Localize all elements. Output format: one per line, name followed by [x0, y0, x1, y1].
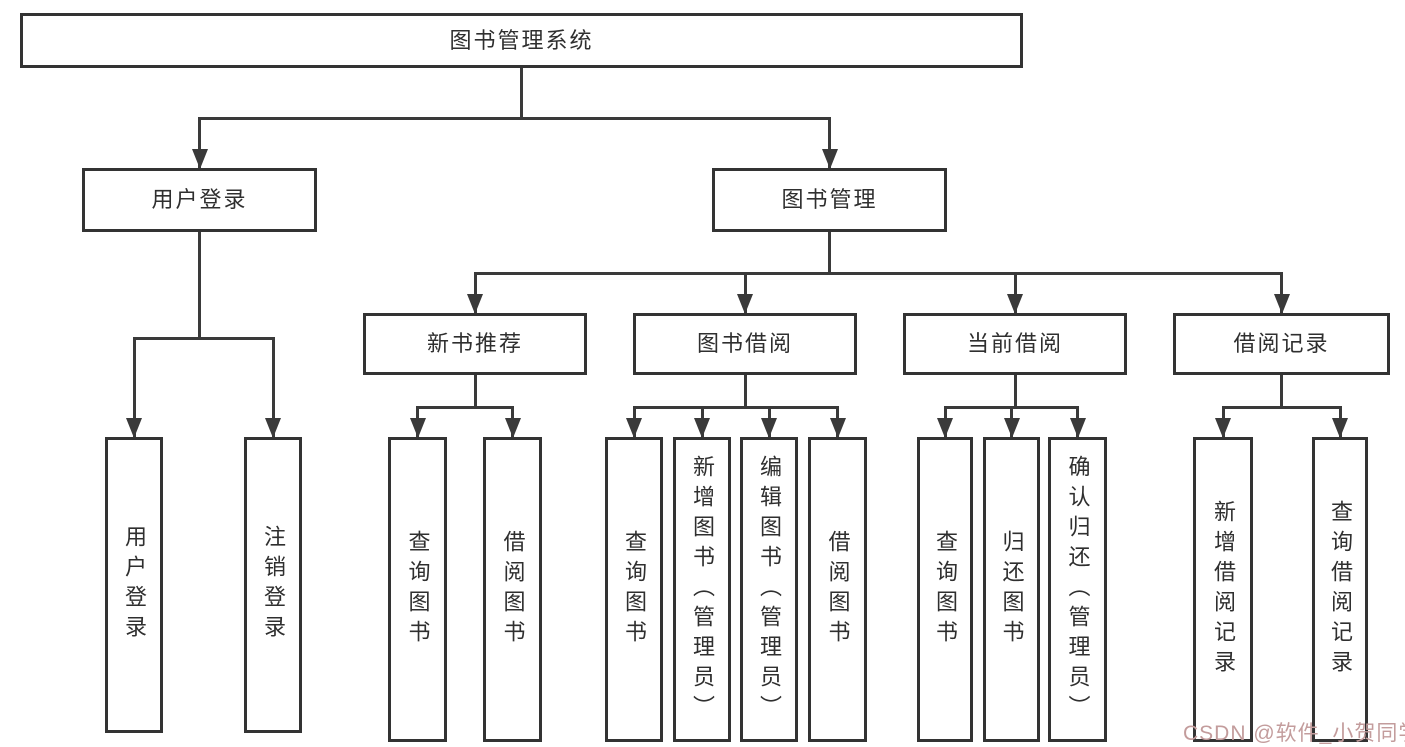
connector-line	[520, 68, 523, 120]
arrow-down-icon	[1215, 418, 1231, 438]
node-label-leaf-user-login: 用户登录	[122, 525, 147, 645]
node-leaf-br-query: 查询借阅记录	[1312, 437, 1368, 742]
connector-line	[132, 337, 275, 340]
arrow-down-icon	[1273, 294, 1290, 314]
connector-line	[743, 375, 747, 409]
arrow-down-icon	[821, 149, 838, 169]
node-label-book-mgmt: 图书管理	[781, 187, 878, 212]
node-new-book-rec: 新书推荐	[363, 313, 587, 375]
node-label-current-borrow: 当前借阅	[966, 331, 1063, 356]
node-label-root: 图书管理系统	[449, 27, 594, 53]
connector-line	[473, 375, 477, 409]
node-label-leaf-logout: 注销登录	[261, 525, 286, 645]
connector-line	[1221, 406, 1342, 409]
node-label-borrow-record: 借阅记录	[1233, 331, 1330, 356]
connector-line	[743, 272, 747, 313]
connector-line	[473, 272, 1283, 275]
node-label-leaf-cb-return: 归还图书	[999, 529, 1025, 650]
node-label-leaf-br-add: 新增借阅记录	[1211, 499, 1236, 680]
connector-line	[473, 272, 477, 313]
node-leaf-cb-return: 归还图书	[983, 437, 1040, 742]
arrow-down-icon	[626, 418, 642, 438]
node-label-user-login: 用户登录	[151, 187, 248, 212]
node-label-book-borrow: 图书借阅	[696, 331, 793, 356]
connector-line	[1280, 272, 1283, 313]
connector-line	[1280, 375, 1283, 409]
node-leaf-cb-confirm: 确认归还（管理员）	[1048, 437, 1107, 742]
node-label-new-book-rec: 新书推荐	[426, 331, 523, 356]
node-root: 图书管理系统	[20, 13, 1023, 68]
arrow-down-icon	[409, 418, 426, 438]
arrow-down-icon	[126, 418, 142, 438]
connector-line	[416, 406, 514, 409]
node-book-borrow: 图书借阅	[633, 313, 857, 375]
arrow-down-icon	[829, 418, 846, 438]
arrow-down-icon	[504, 418, 521, 438]
node-label-leaf-br-query: 查询借阅记录	[1328, 499, 1353, 680]
connector-line	[828, 117, 831, 168]
node-label-leaf-cb-query: 查询图书	[933, 529, 958, 650]
node-leaf-cb-query: 查询图书	[917, 437, 973, 742]
connector-line	[1013, 375, 1017, 409]
node-label-leaf-nbr-query: 查询图书	[405, 529, 431, 650]
arrow-down-icon	[1069, 418, 1086, 438]
node-leaf-bb-add: 新增图书（管理员）	[673, 437, 731, 742]
connector-line	[632, 406, 839, 409]
connector-line	[132, 337, 136, 437]
arrow-down-icon	[1332, 418, 1348, 438]
node-user-login: 用户登录	[82, 168, 317, 232]
node-label-leaf-bb-query: 查询图书	[622, 529, 647, 650]
arrow-down-icon	[1007, 294, 1023, 314]
node-label-leaf-nbr-borrow: 借阅图书	[500, 529, 526, 650]
arrow-down-icon	[694, 418, 710, 438]
arrow-down-icon	[1003, 418, 1020, 438]
connector-line	[271, 337, 275, 437]
node-leaf-user-login: 用户登录	[105, 437, 163, 733]
node-leaf-bb-query: 查询图书	[605, 437, 663, 742]
node-label-leaf-cb-confirm: 确认归还（管理员）	[1065, 454, 1091, 725]
node-leaf-nbr-borrow: 借阅图书	[483, 437, 542, 742]
node-leaf-br-add: 新增借阅记录	[1193, 437, 1253, 742]
arrow-down-icon	[937, 418, 953, 438]
arrow-down-icon	[467, 294, 483, 314]
node-current-borrow: 当前借阅	[903, 313, 1127, 375]
node-leaf-logout: 注销登录	[244, 437, 302, 733]
node-label-leaf-bb-add: 新增图书（管理员）	[690, 454, 715, 725]
connector-line	[828, 232, 831, 275]
node-label-leaf-bb-borrow: 借阅图书	[825, 529, 851, 650]
arrow-down-icon	[761, 418, 777, 438]
csdn-watermark: CSDN @软件_小贺同学	[1183, 722, 1405, 745]
node-label-leaf-bb-edit: 编辑图书（管理员）	[757, 454, 782, 725]
arrow-down-icon	[265, 418, 281, 438]
connector-line	[198, 117, 831, 120]
node-book-mgmt: 图书管理	[712, 168, 947, 232]
node-leaf-nbr-query: 查询图书	[388, 437, 447, 742]
node-leaf-bb-edit: 编辑图书（管理员）	[740, 437, 798, 742]
connector-line	[198, 232, 201, 340]
node-leaf-bb-borrow: 借阅图书	[808, 437, 867, 742]
connector-line	[198, 117, 201, 168]
connector-line	[1013, 272, 1017, 313]
arrow-down-icon	[737, 294, 753, 314]
node-borrow-record: 借阅记录	[1173, 313, 1390, 375]
arrow-down-icon	[191, 149, 208, 169]
